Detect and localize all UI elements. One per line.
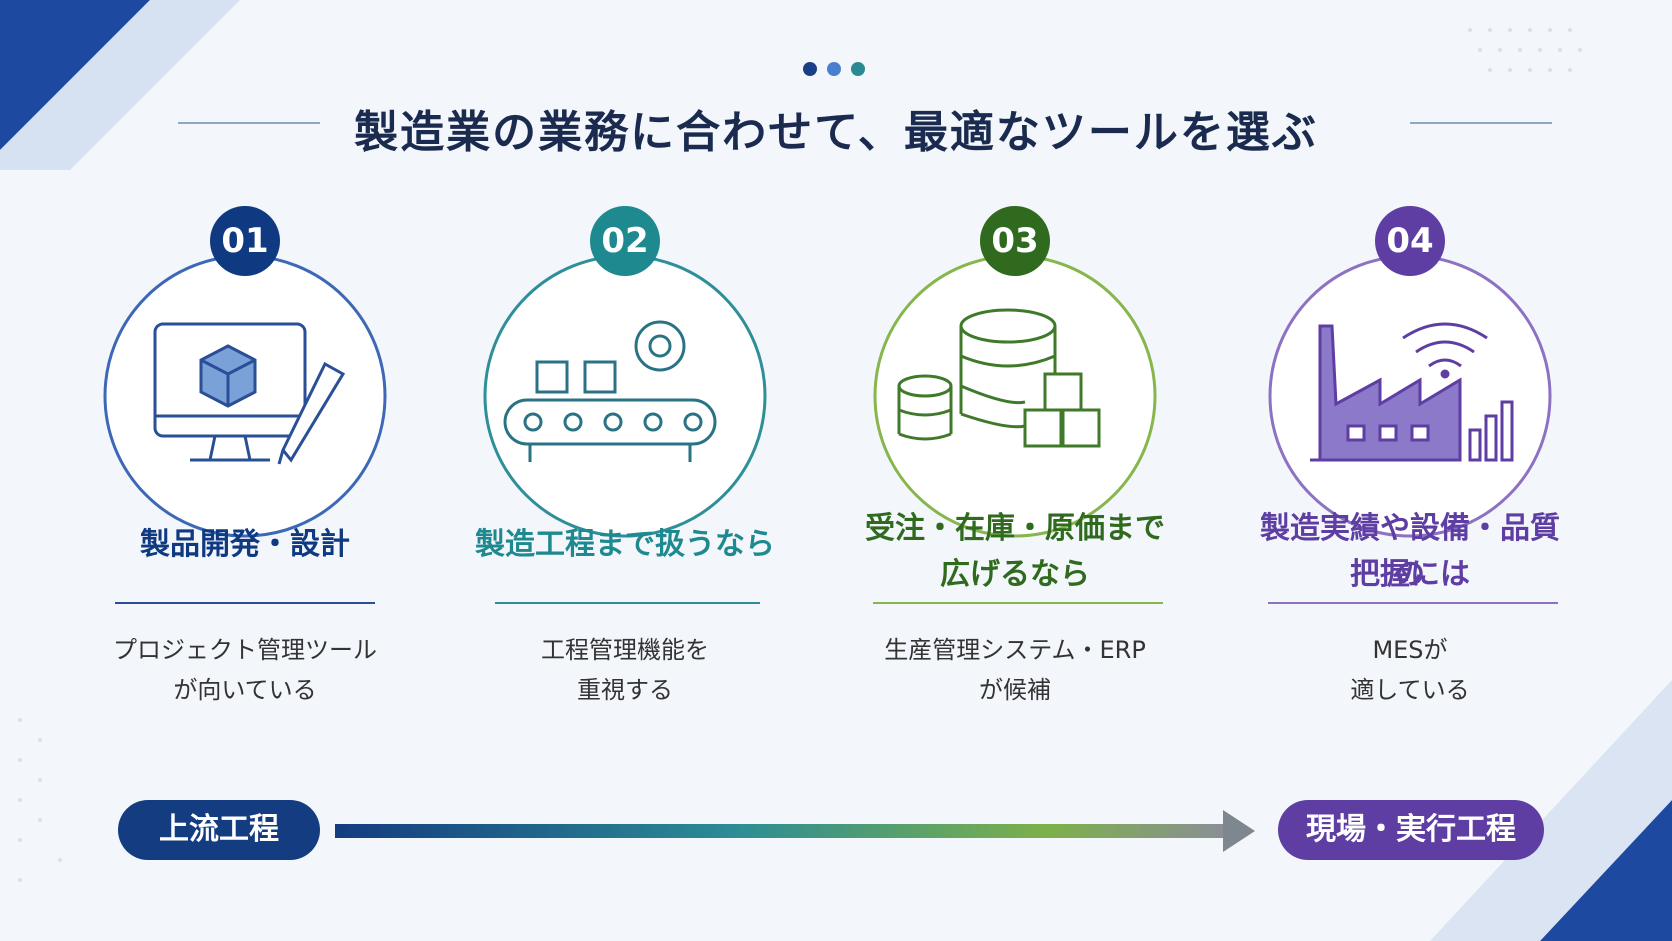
monitor-cube-pencil-icon xyxy=(153,322,346,465)
step-2-circle xyxy=(483,254,767,538)
flow-arrow xyxy=(335,810,1255,852)
dot-2 xyxy=(827,62,841,76)
conveyor-gear-icon xyxy=(503,320,717,462)
step-3-circle xyxy=(873,254,1157,538)
step-number-badge: 03 xyxy=(980,206,1050,276)
step-heading-line1: 受注・在庫・原価まで xyxy=(865,511,1165,546)
step-rule xyxy=(115,602,375,604)
step-heading-line2: 把握には xyxy=(1350,557,1470,592)
step-rule xyxy=(1268,602,1558,604)
factory-signal-icon xyxy=(1310,322,1514,462)
step-1-circle xyxy=(103,254,387,538)
database-boxes-icon xyxy=(897,308,1101,448)
step-rule xyxy=(873,602,1163,604)
dot-3 xyxy=(851,62,865,76)
step-heading: 製造工程まで扱うなら xyxy=(475,527,775,562)
step-desc-line2: が候補 xyxy=(979,676,1051,704)
step-desc-line2: 重視する xyxy=(577,676,673,704)
step-desc-line1: 生産管理システム・ERP xyxy=(884,636,1146,664)
step-desc-line2: 適している xyxy=(1350,676,1470,704)
step-number-badge: 04 xyxy=(1375,206,1445,276)
step-desc-line1: 工程管理機能を xyxy=(541,636,709,664)
step-desc-line1: MESが xyxy=(1372,636,1448,664)
step-number-badge: 01 xyxy=(210,206,280,276)
dot-1 xyxy=(803,62,817,76)
step-desc-line2: が向いている xyxy=(173,676,317,704)
flow-start-label: 上流工程 xyxy=(118,800,320,860)
title-line-right xyxy=(1410,122,1552,124)
step-4-circle xyxy=(1268,254,1552,538)
step-number-badge: 02 xyxy=(590,206,660,276)
page-title: 製造業の業務に合わせて、最適なツールを選ぶ xyxy=(354,107,1318,158)
step-heading-line2: 広げるなら xyxy=(940,557,1090,592)
title-line-left xyxy=(178,122,320,124)
step-heading: 製品開発・設計 xyxy=(140,527,350,562)
pagination-dots xyxy=(803,62,865,76)
flow-end-label: 現場・実行工程 xyxy=(1278,800,1544,860)
step-desc-line1: プロジェクト管理ツール xyxy=(113,636,377,664)
step-rule xyxy=(495,602,760,604)
step-heading-line1: 製造実績や設備・品質の xyxy=(1260,511,1560,592)
